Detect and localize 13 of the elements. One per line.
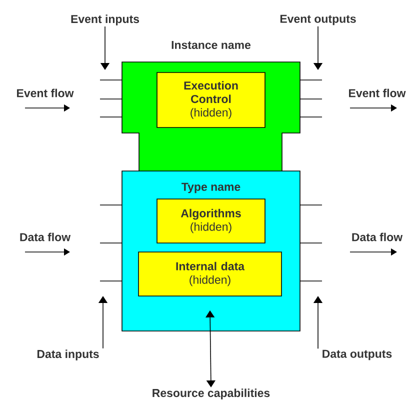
interface-label: Data outputs bbox=[322, 350, 392, 360]
interface-label: Data inputs bbox=[37, 350, 99, 360]
interface-label: Event outputs bbox=[280, 14, 356, 26]
hidden-box: Internal data (hidden) bbox=[138, 252, 282, 296]
flow-label: Data flow bbox=[352, 232, 403, 242]
hidden-box: Execution Control (hidden) bbox=[156, 72, 266, 128]
hidden-box: Algorithms (hidden) bbox=[156, 198, 266, 244]
flow-label: Event flow bbox=[349, 88, 406, 98]
interface-label: Event inputs bbox=[71, 14, 140, 26]
node-label: Instance name bbox=[172, 40, 251, 50]
flow-label: Event flow bbox=[17, 88, 74, 98]
interface-label: Resource capabilities bbox=[152, 388, 270, 400]
flow-label: Data flow bbox=[20, 232, 71, 242]
